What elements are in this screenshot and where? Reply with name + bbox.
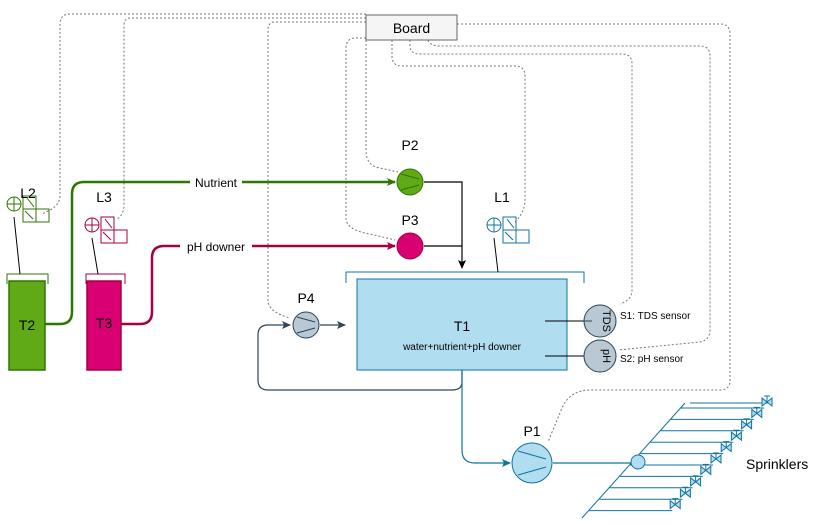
wire-board-p3 [345,37,396,241]
sensor-s1-glyph: TDS [600,310,612,332]
sensor-s1: TDS S1: TDS sensor [583,304,691,338]
pipe-p2-t1 [424,181,466,269]
level-sensor-l1-label: L1 [494,189,510,205]
sprinkler-valve-icon [730,429,742,441]
sprinkler-valve-icon [741,418,753,430]
sensor-s1-label: S1: TDS sensor [620,311,691,322]
pump-p3: P3 [396,212,424,260]
wire-board-l3 [115,17,366,221]
wire-board-s2 [427,39,711,351]
wire-board-p2 [365,40,399,173]
wire-board-p1 [457,23,731,443]
flow-label-nutrient: Nutrient [195,176,238,190]
pipe-recirc [257,321,463,391]
level-sensor-l2-label: L2 [20,185,36,201]
pump-p1-label: P1 [523,423,540,439]
pump-p3-label: P3 [401,212,418,228]
pipe-nutrient [45,178,396,326]
tank-t1: T1 water+nutrient+pH downer [345,271,585,371]
wire-board-l2 [41,13,366,215]
pump-p2-label: P2 [401,137,418,153]
level-sensor-l2: L2 [6,185,50,223]
sprinkler-valve-icon [751,406,763,418]
sensor-s2: pH S2: pH sensor [583,339,684,373]
wire-board-p4 [267,21,366,319]
tank-t1-label: T1 [454,318,471,334]
sprinkler-valve-icon [700,463,712,475]
sprinkler-valve-icon [669,498,681,510]
level-sensor-l1: L1 [486,189,530,244]
board-label: Board [393,20,430,36]
sensor-s2-glyph: pH [600,349,612,363]
sprinklers-label: Sprinklers [746,456,808,472]
sprinkler-valve-icon [720,441,732,453]
wire-board-l1 [391,40,526,223]
sprinkler-array [581,395,773,519]
sprinkler-valve-icon [679,486,691,498]
pump-p4: P4 [292,290,320,339]
pump-p4-label: P4 [297,290,314,306]
tank-t3: T3 [85,273,126,371]
flow-label-ph-downer: pH downer [187,240,245,254]
sprinkler-valve-icon [710,452,722,464]
level-sensor-l3: L3 [84,189,128,244]
tank-t2: T2 [6,273,49,371]
pump-p2: P2 [396,137,424,196]
control-wires [41,13,731,443]
level-sensor-l3-label: L3 [96,189,112,205]
tank-t2-label: T2 [19,317,36,333]
tank-t3-label: T3 [96,315,113,331]
tank-t1-sublabel: water+nutrient+pH downer [402,342,522,353]
pipe-ph-downer [121,242,396,326]
sprinkler-valve-icon [761,395,773,407]
sprinkler-valve-icon [690,475,702,487]
pump-p1: P1 [511,423,553,484]
wire-board-s1 [409,40,633,305]
board: Board [365,14,458,41]
sensor-s2-label: S2: pH sensor [620,354,684,365]
pipe-t1-p1 [461,370,511,467]
